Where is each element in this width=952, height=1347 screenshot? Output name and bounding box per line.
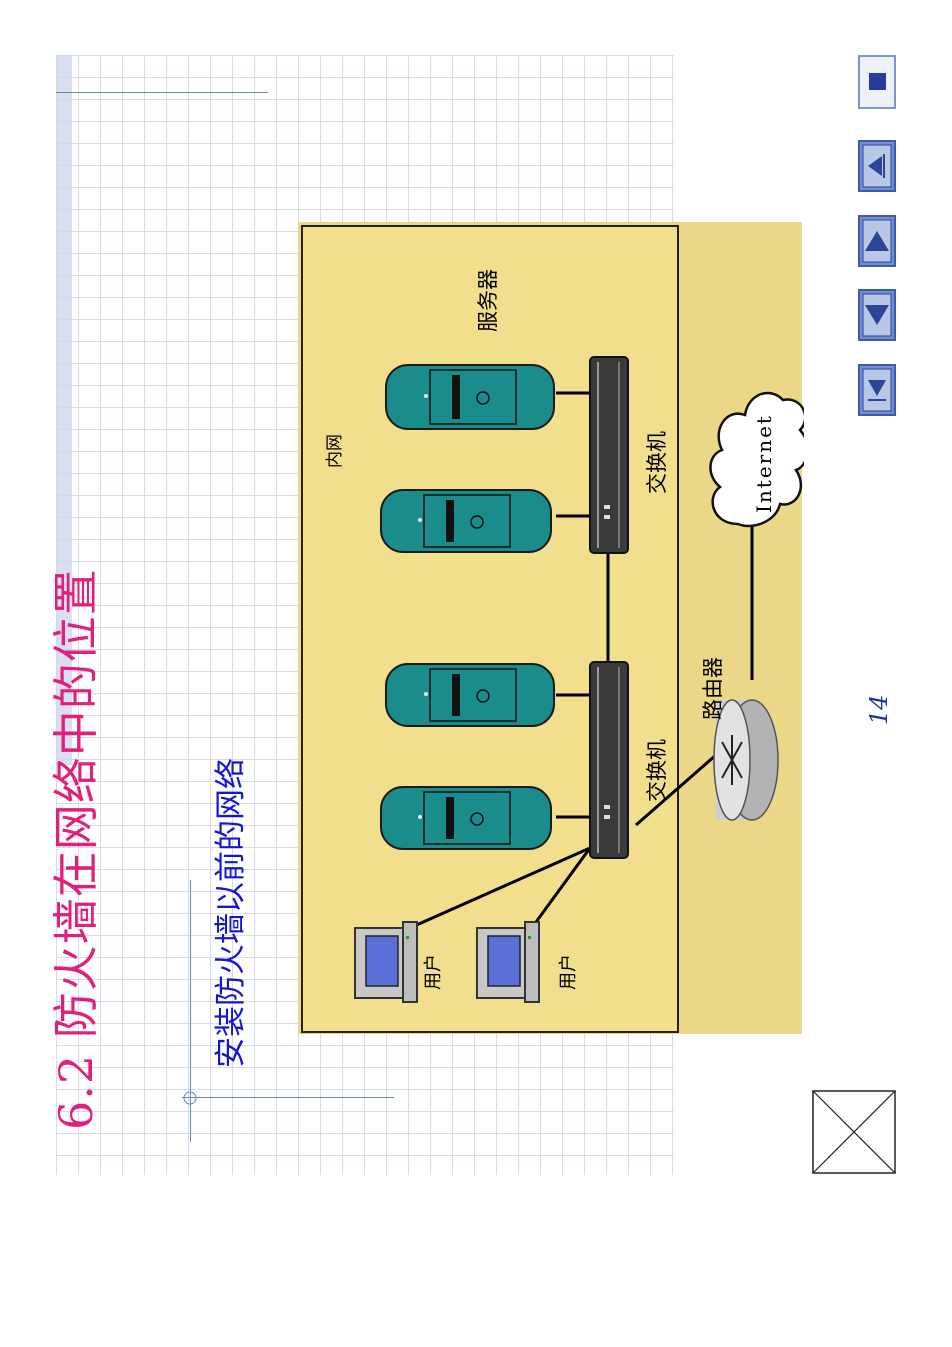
slide-subtitle: 安装防火墙以前的网络: [213, 758, 249, 1068]
last-page-button[interactable]: [858, 364, 896, 416]
user-label: 用户: [423, 954, 444, 990]
server-3: [385, 663, 555, 727]
decorative-line: [182, 1097, 394, 1098]
decorative-side-bar: [56, 55, 72, 765]
switch-bottom: [589, 661, 629, 859]
intranet-box: [301, 225, 679, 1033]
user-link-line: [534, 847, 592, 923]
next-page-icon: [862, 293, 892, 337]
decorative-line: [56, 92, 268, 93]
user-pc-2: [476, 921, 540, 1003]
intranet-label: 内网: [325, 434, 345, 468]
internet-label: Internet: [752, 414, 776, 513]
router-link-line: [635, 753, 717, 827]
server-2: [380, 489, 552, 553]
stop-icon: [869, 73, 886, 90]
internet-cloud-icon: [709, 391, 804, 528]
image-placeholder-icon: [812, 1090, 896, 1174]
slide-title: 6.2 防火墙在网络中的位置: [49, 568, 103, 1130]
next-page-button[interactable]: [858, 289, 896, 341]
server-1: [385, 364, 555, 430]
switch-label: 交换机: [645, 739, 669, 802]
network-diagram: 内网 服务器 交换机 交换机 路由器 Internet 用户 用户: [298, 222, 804, 1034]
prev-page-icon: [862, 219, 892, 263]
decorative-line: [190, 880, 191, 1142]
router-label: 路由器: [701, 657, 725, 720]
servers-label: 服务器: [476, 269, 500, 332]
page-number: 14: [865, 694, 893, 725]
last-page-icon: [862, 368, 892, 412]
first-page-icon: [862, 144, 892, 188]
router-icon: [713, 699, 779, 821]
decorative-circle: [183, 1091, 197, 1105]
switch-top: [589, 356, 629, 554]
switch-label: 交换机: [645, 431, 669, 494]
user-pc-1: [354, 921, 418, 1003]
user-label: 用户: [558, 954, 579, 990]
stop-button[interactable]: [858, 55, 896, 109]
user-link-line: [411, 846, 591, 929]
server-4: [380, 786, 552, 850]
first-page-button[interactable]: [858, 140, 896, 192]
prev-page-button[interactable]: [858, 215, 896, 267]
